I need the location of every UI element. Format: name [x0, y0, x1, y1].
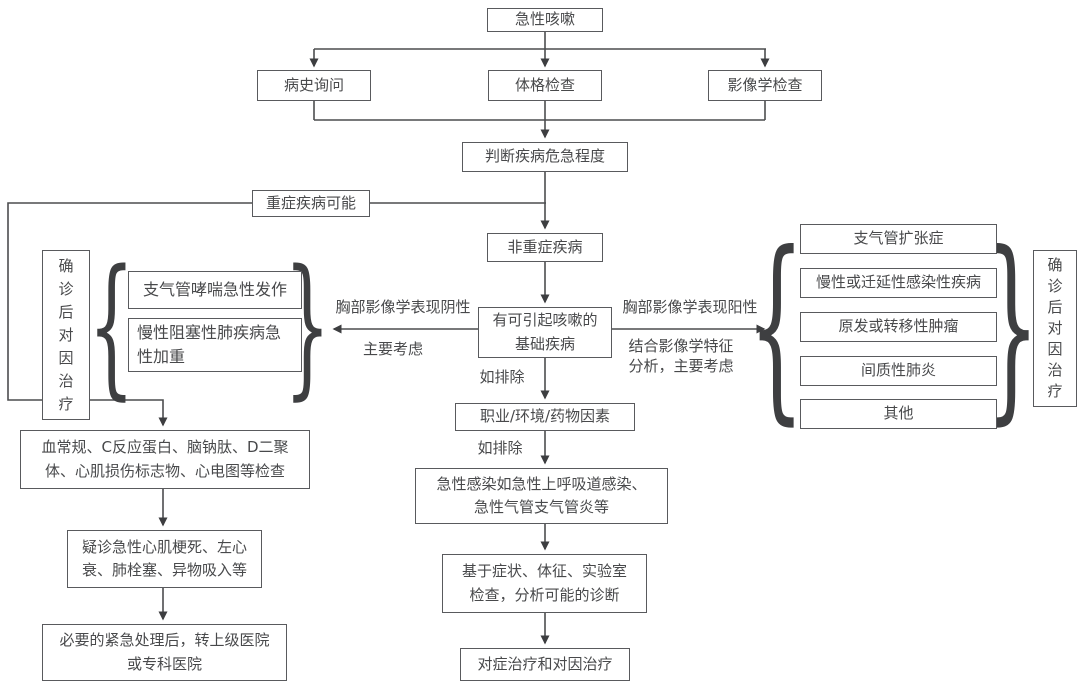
node-left-causal-treatment: 确诊后对因治疗: [42, 250, 90, 420]
node-chronic-infection: 慢性或迁延性感染性疾病: [800, 268, 997, 298]
node-right-causal-treatment: 确诊后对因治疗: [1033, 250, 1077, 407]
edge-label-if-excluded-2: 如排除: [477, 439, 523, 457]
node-severe-possible: 重症疾病可能: [252, 190, 370, 217]
node-diagnosis-analysis: 基于症状、体征、实验室 检查，分析可能的诊断: [442, 554, 647, 613]
edge-label-imaging-negative: 胸部影像学表现阴性: [335, 298, 471, 316]
node-history-inquiry: 病史询问: [257, 70, 371, 101]
node-copd-exacerbation: 慢性阻塞性肺疾病急 性加重: [128, 318, 302, 372]
edge-label-mainly-consider: 主要考虑: [362, 340, 423, 358]
node-suspected-diseases: 疑诊急性心肌梗死、左心 衰、肺栓塞、异物吸入等: [67, 530, 262, 588]
node-other: 其他: [800, 399, 997, 429]
node-asthma-attack: 支气管哮喘急性发作: [128, 271, 302, 309]
node-interstitial-pneumonia: 间质性肺炎: [800, 356, 997, 386]
node-acute-infection: 急性感染如急性上呼吸道感染、 急性气管支气管炎等: [415, 468, 668, 524]
node-tumor: 原发或转移性肿瘤: [800, 312, 997, 342]
node-physical-exam: 体格检查: [488, 70, 602, 101]
node-acute-cough: 急性咳嗽: [487, 8, 603, 32]
node-imaging-exam: 影像学检查: [708, 70, 822, 101]
edge-label-imaging-positive: 胸部影像学表现阳性: [622, 298, 758, 316]
node-non-severe: 非重症疾病: [487, 233, 603, 262]
edge-label-combine-imaging: 结合影像学特征 分析，主要考虑: [628, 337, 734, 376]
node-severity-judgement: 判断疾病危急程度: [462, 142, 628, 172]
node-bronchiectasis: 支气管扩张症: [800, 224, 997, 254]
node-blood-tests: 血常规、C反应蛋白、脑钠肽、D二聚 体、心肌损伤标志物、心电图等检查: [20, 430, 310, 489]
node-emergency-transfer: 必要的紧急处理后，转上级医院 或专科医院: [42, 624, 287, 681]
edge-label-if-excluded-1: 如排除: [479, 368, 525, 386]
node-final-treatment: 对症治疗和对因治疗: [460, 648, 630, 681]
node-occupational-factors: 职业/环境/药物因素: [455, 403, 635, 431]
node-underlying-disease: 有可引起咳嗽的 基础疾病: [478, 307, 612, 358]
